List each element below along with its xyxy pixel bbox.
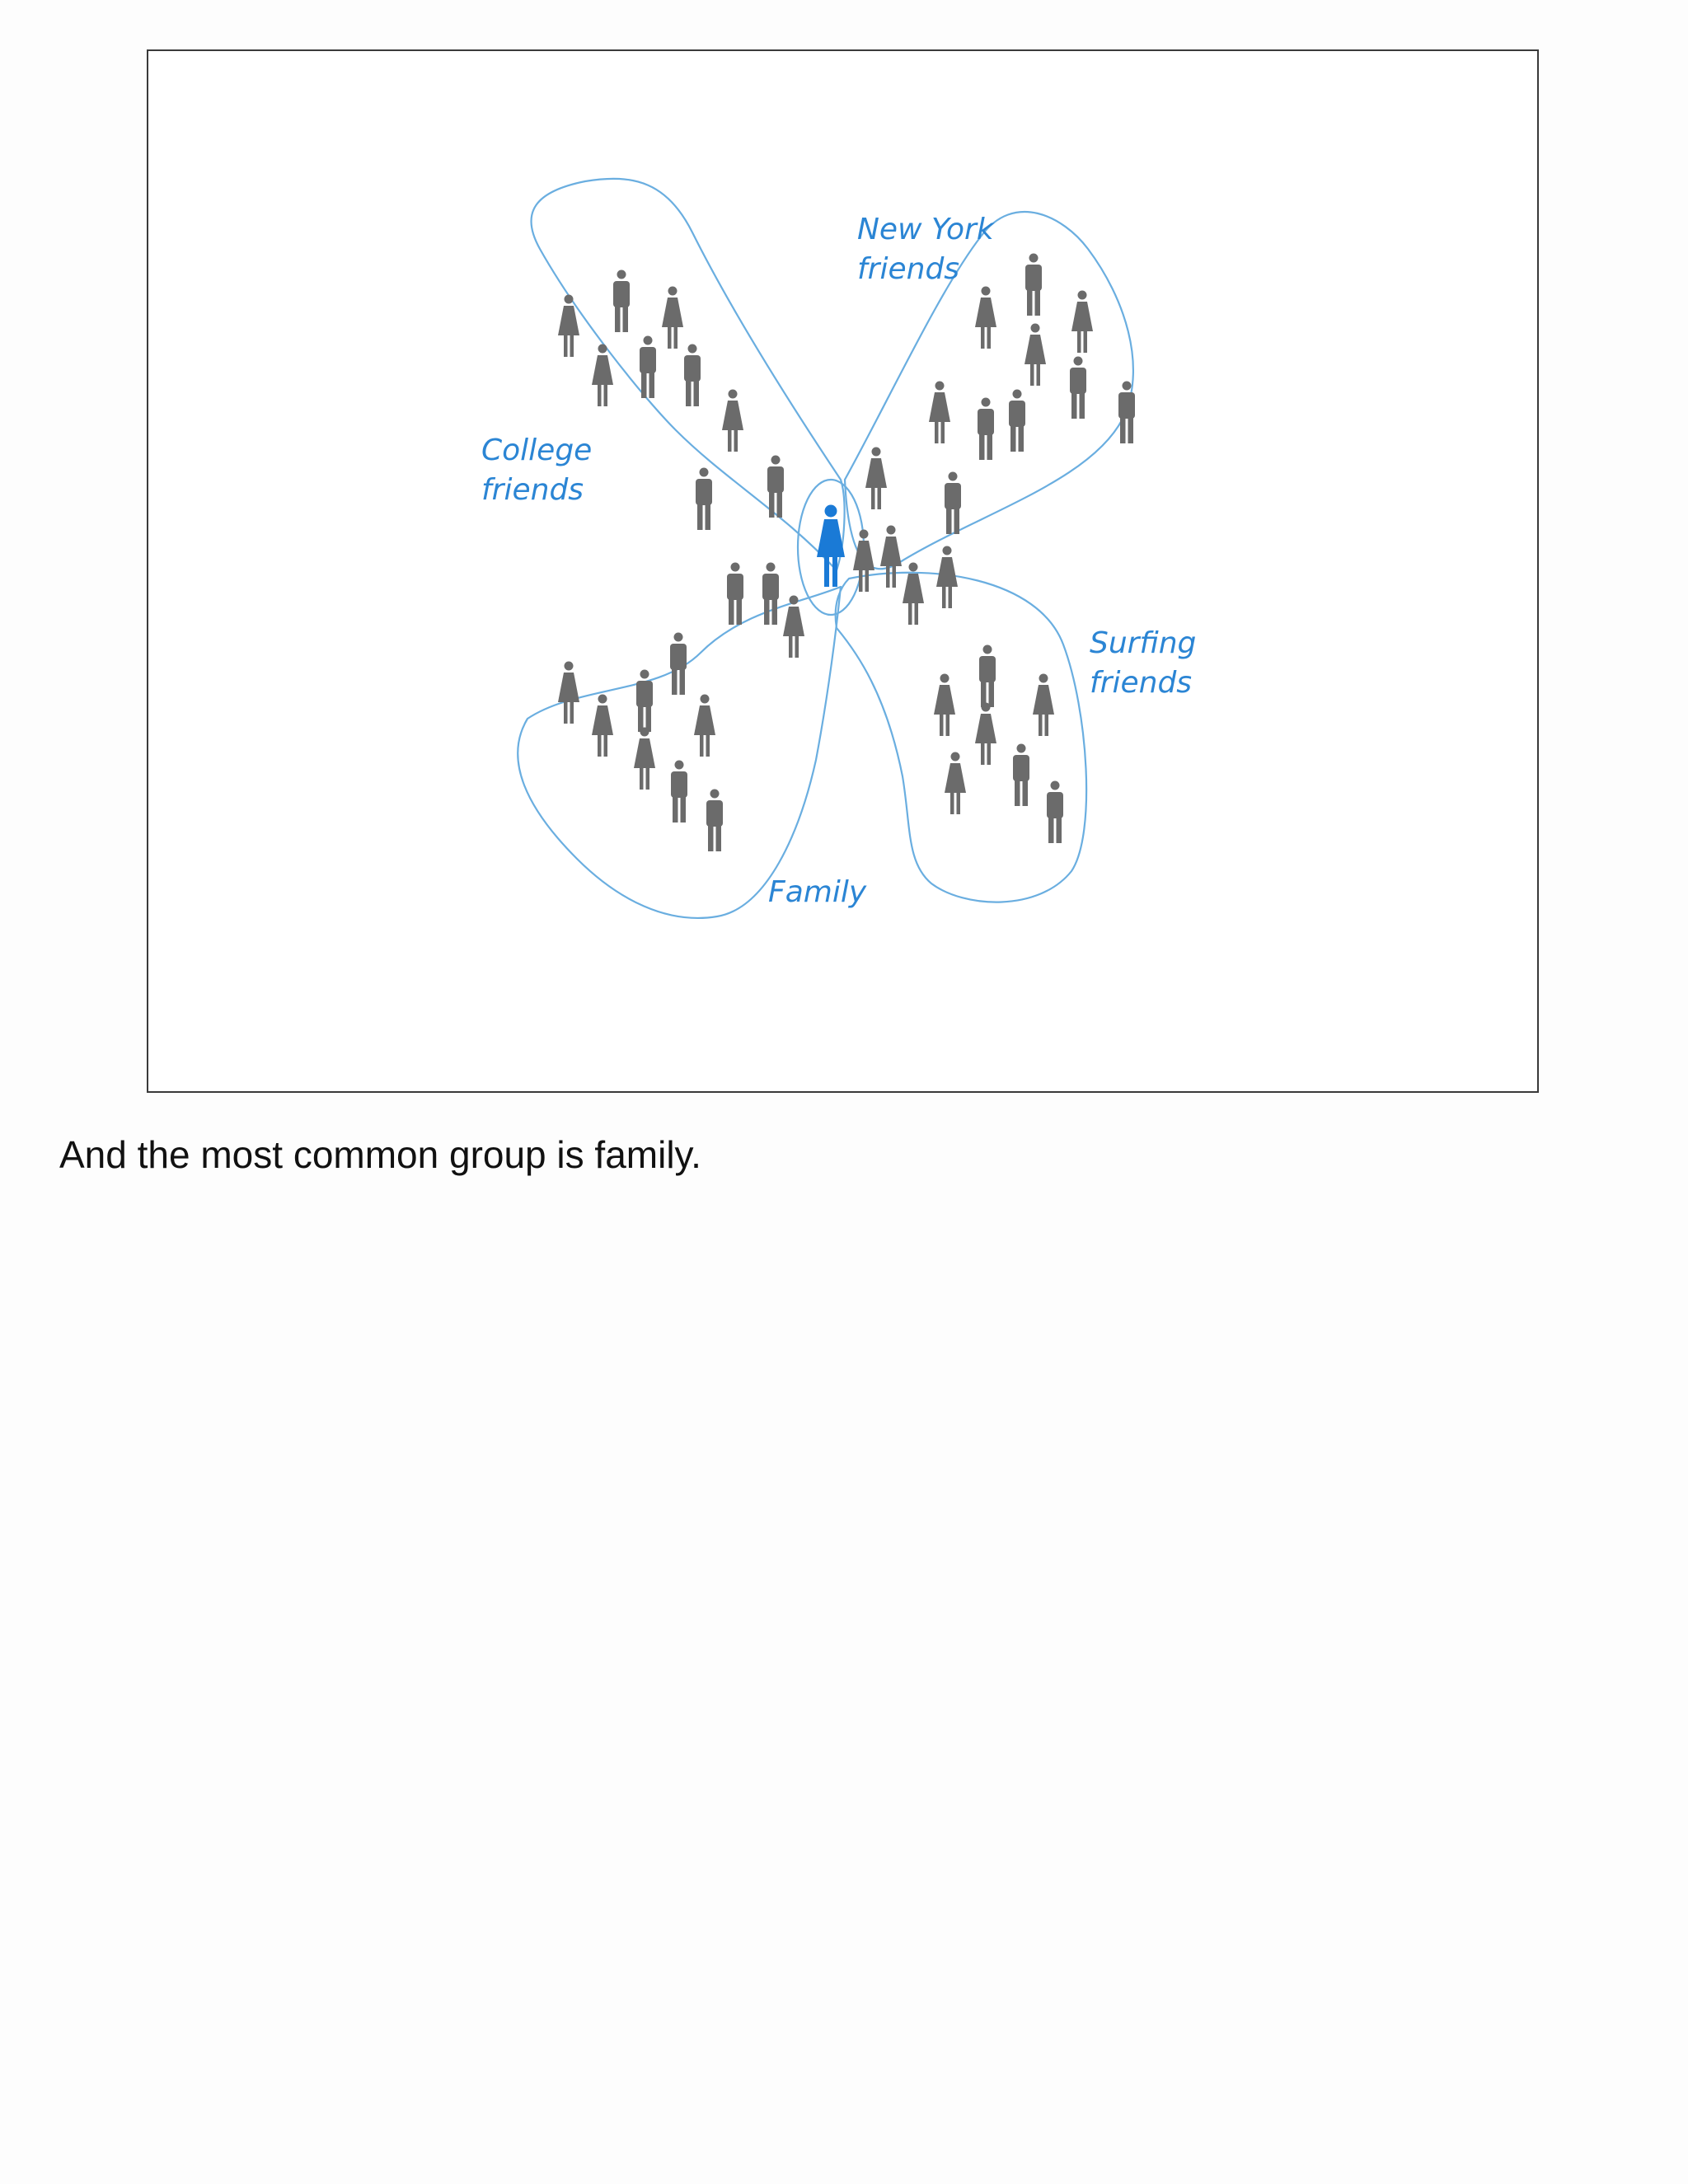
new-york-woman-icon (975, 286, 996, 349)
family-man-icon (671, 760, 687, 823)
social-groups-diagram: New York friends College friends Surfing… (481, 177, 1196, 920)
new-york-woman-icon (1025, 323, 1046, 386)
new-york-man-icon (1118, 381, 1135, 443)
family-woman-icon (592, 694, 613, 757)
surfing-man-icon (1047, 780, 1063, 843)
surfing-man-icon (979, 644, 996, 707)
new-york-man-icon (1070, 356, 1086, 419)
surfing-woman-icon (975, 702, 996, 765)
college-friends-outline (530, 177, 846, 572)
family-man-icon (762, 562, 779, 625)
college-man-icon (640, 335, 656, 398)
surfing-man-icon (1013, 743, 1029, 806)
surfing-woman-icon (936, 546, 958, 608)
new-york-man-icon (945, 471, 961, 534)
family-outline (517, 585, 842, 920)
family-woman-icon (783, 595, 804, 658)
family-man-icon (727, 562, 743, 625)
new-york-friends-label-line-2: friends (857, 252, 959, 286)
college-friends-label-line-1: College (481, 434, 592, 467)
surfing-woman-icon (880, 525, 902, 588)
college-woman-icon (722, 389, 743, 452)
college-woman-icon (592, 344, 613, 406)
new-york-friends-label-line-1: New York (857, 213, 996, 246)
new-york-woman-icon (1071, 290, 1093, 353)
surfing-friends-label-line-2: friends (1090, 666, 1192, 700)
slide-frame: New York friends College friends Surfing… (147, 49, 1539, 1093)
surfing-woman-icon (853, 529, 874, 592)
surfing-woman-icon (903, 562, 924, 625)
family-man-icon (670, 632, 687, 695)
family-woman-icon (694, 694, 715, 757)
surfing-friends-outline (834, 571, 1088, 903)
new-york-man-icon (1009, 389, 1025, 452)
family-woman-icon (634, 727, 655, 790)
people-layer (558, 253, 1135, 851)
surfing-friends-label-line-1: Surfing (1090, 626, 1196, 660)
surfing-woman-icon (934, 673, 955, 736)
college-friends-label-line-2: friends (481, 473, 584, 507)
family-man-icon (706, 789, 723, 851)
slide-caption: And the most common group is family. (59, 1133, 701, 1176)
surfing-woman-icon (1033, 673, 1054, 736)
college-man-icon (613, 269, 630, 332)
college-man-icon (767, 455, 784, 518)
family-woman-icon (558, 661, 579, 724)
college-woman-icon (558, 294, 579, 357)
college-man-icon (696, 467, 712, 530)
surfing-woman-icon (945, 752, 966, 814)
new-york-man-icon (978, 397, 994, 460)
woman-icon (817, 504, 845, 587)
new-york-woman-icon (865, 447, 887, 509)
new-york-woman-icon (929, 381, 950, 443)
family-man-icon (636, 669, 653, 732)
college-woman-icon (662, 286, 683, 349)
college-man-icon (684, 344, 701, 406)
family-label: Family (768, 875, 867, 909)
new-york-man-icon (1025, 253, 1042, 316)
